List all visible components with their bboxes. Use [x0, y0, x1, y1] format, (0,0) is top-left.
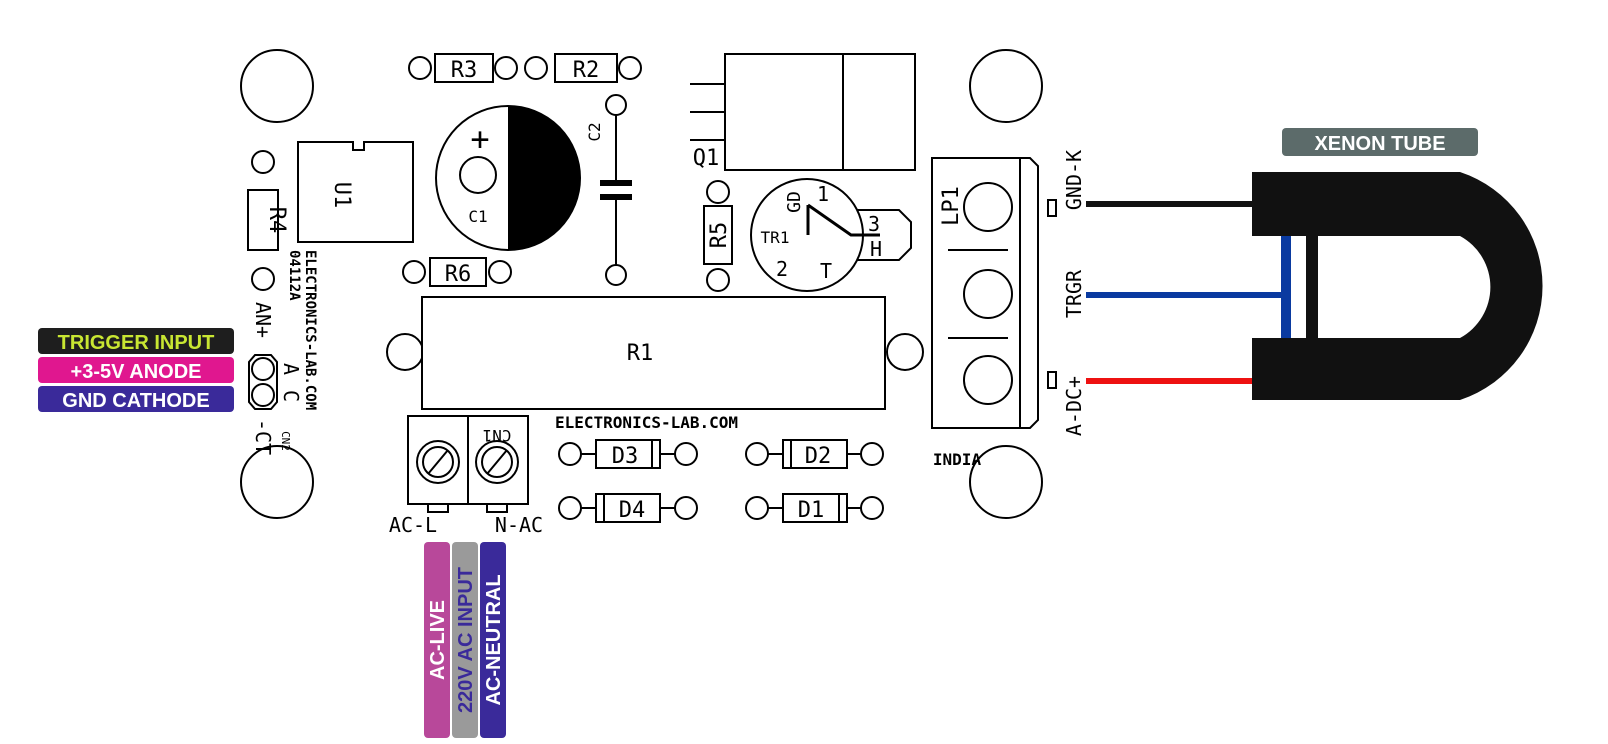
- ac-neutral-text: AC-NEUTRAL: [483, 574, 505, 705]
- capacitor-c1: + C1: [435, 105, 581, 251]
- resistor-r4: R4: [247, 150, 289, 291]
- transistor-q1: Q1: [690, 53, 916, 171]
- r4-label: R4: [264, 207, 289, 234]
- d1-label: D1: [798, 498, 825, 523]
- u1-label: U1: [329, 182, 354, 209]
- n-ac-label: N-AC: [495, 513, 543, 537]
- gnd-k-label: GND-K: [1062, 150, 1086, 210]
- tr1-gd-label: GD: [784, 191, 805, 213]
- cn2-an-label: AN+: [251, 302, 275, 338]
- diode-d3: D3: [558, 439, 698, 469]
- r3-label: R3: [451, 58, 478, 83]
- connector-cn2: AN+ -CT A C CN2: [248, 302, 303, 455]
- xenon-tube-tag: XENON TUBE: [1282, 128, 1478, 156]
- ic-u1: U1: [297, 141, 414, 243]
- ac-neutral-tag: AC-NEUTRAL: [480, 542, 506, 738]
- brand-vertical-text: ELECTRONICS-LAB.COM: [302, 250, 318, 410]
- resistor-r2: R2: [524, 53, 642, 83]
- trigger-input-text: TRIGGER INPUT: [58, 332, 215, 354]
- ac-live-tag: AC-LIVE: [424, 542, 450, 738]
- d2-label: D2: [805, 444, 832, 469]
- cathode-text: GND CATHODE: [62, 390, 209, 412]
- ac-live-text: AC-LIVE: [427, 600, 449, 680]
- c1-polarity-mark: +: [470, 120, 489, 158]
- a-dc-label: A-DC+: [1062, 376, 1086, 436]
- d3-label: D3: [612, 444, 639, 469]
- part-number-text: 04112A: [286, 250, 302, 301]
- tr1-h-label: H: [870, 237, 882, 261]
- r1-label: R1: [627, 341, 654, 366]
- anode-tag: +3-5V ANODE: [38, 357, 234, 383]
- resistor-r6: R6: [402, 257, 512, 287]
- mounting-hole-bottom-left: [240, 445, 314, 519]
- brand-horizontal-text: ELECTRONICS-LAB.COM: [555, 413, 738, 432]
- tr1-t-label: T: [820, 259, 832, 283]
- ac-input-text: 220V AC INPUT: [455, 567, 477, 713]
- cathode-tag: GND CATHODE: [38, 386, 234, 412]
- cn2-c-label: C: [279, 390, 303, 402]
- resistor-r3: R3: [408, 53, 518, 83]
- xenon-tube-shape: [1252, 172, 1543, 400]
- cn2-label: CN2: [279, 431, 292, 451]
- mounting-hole-top-left: [240, 49, 314, 123]
- cn2-a-label: A: [279, 363, 303, 375]
- diode-d4: D4: [558, 493, 698, 523]
- capacitor-c2: C2: [585, 94, 632, 286]
- mounting-hole-bottom-right: [969, 445, 1043, 519]
- xenon-tube-text: XENON TUBE: [1314, 133, 1445, 155]
- diode-d1: D1: [745, 493, 884, 523]
- mounting-hole-top-right: [969, 49, 1043, 123]
- tr1-pin2: 2: [776, 257, 788, 281]
- connector-lp1: LP1: [931, 157, 1057, 429]
- c1-label: C1: [468, 207, 487, 226]
- c2-label: C2: [585, 122, 604, 141]
- cn1-label: CN1: [483, 426, 512, 445]
- r6-label: R6: [445, 262, 472, 287]
- q1-label: Q1: [693, 146, 720, 171]
- tr1-pin1: 1: [817, 182, 829, 206]
- r5-label: R5: [707, 222, 732, 249]
- lp1-label: LP1: [939, 186, 964, 226]
- anode-text: +3-5V ANODE: [71, 361, 202, 383]
- tr1-label: TR1: [761, 228, 790, 247]
- cn2-ct-label: -CT: [251, 419, 275, 455]
- trigger-input-tag: TRIGGER INPUT: [38, 328, 234, 354]
- resistor-r5: R5: [703, 180, 733, 292]
- ac-l-label: AC-L: [389, 513, 437, 537]
- diode-d2: D2: [745, 439, 884, 469]
- trigger-transformer-tr1: TR1 1 2 3 GD T H: [750, 178, 912, 292]
- r2-label: R2: [573, 58, 600, 83]
- d4-label: D4: [619, 498, 646, 523]
- ac-input-tag: 220V AC INPUT: [452, 542, 478, 738]
- terminal-block-cn1: CN1: [407, 415, 529, 513]
- resistor-r1: R1: [386, 296, 924, 410]
- tr1-pin3: 3: [868, 212, 880, 236]
- india-label: INDIA: [933, 450, 982, 469]
- trgr-label: TRGR: [1062, 269, 1086, 318]
